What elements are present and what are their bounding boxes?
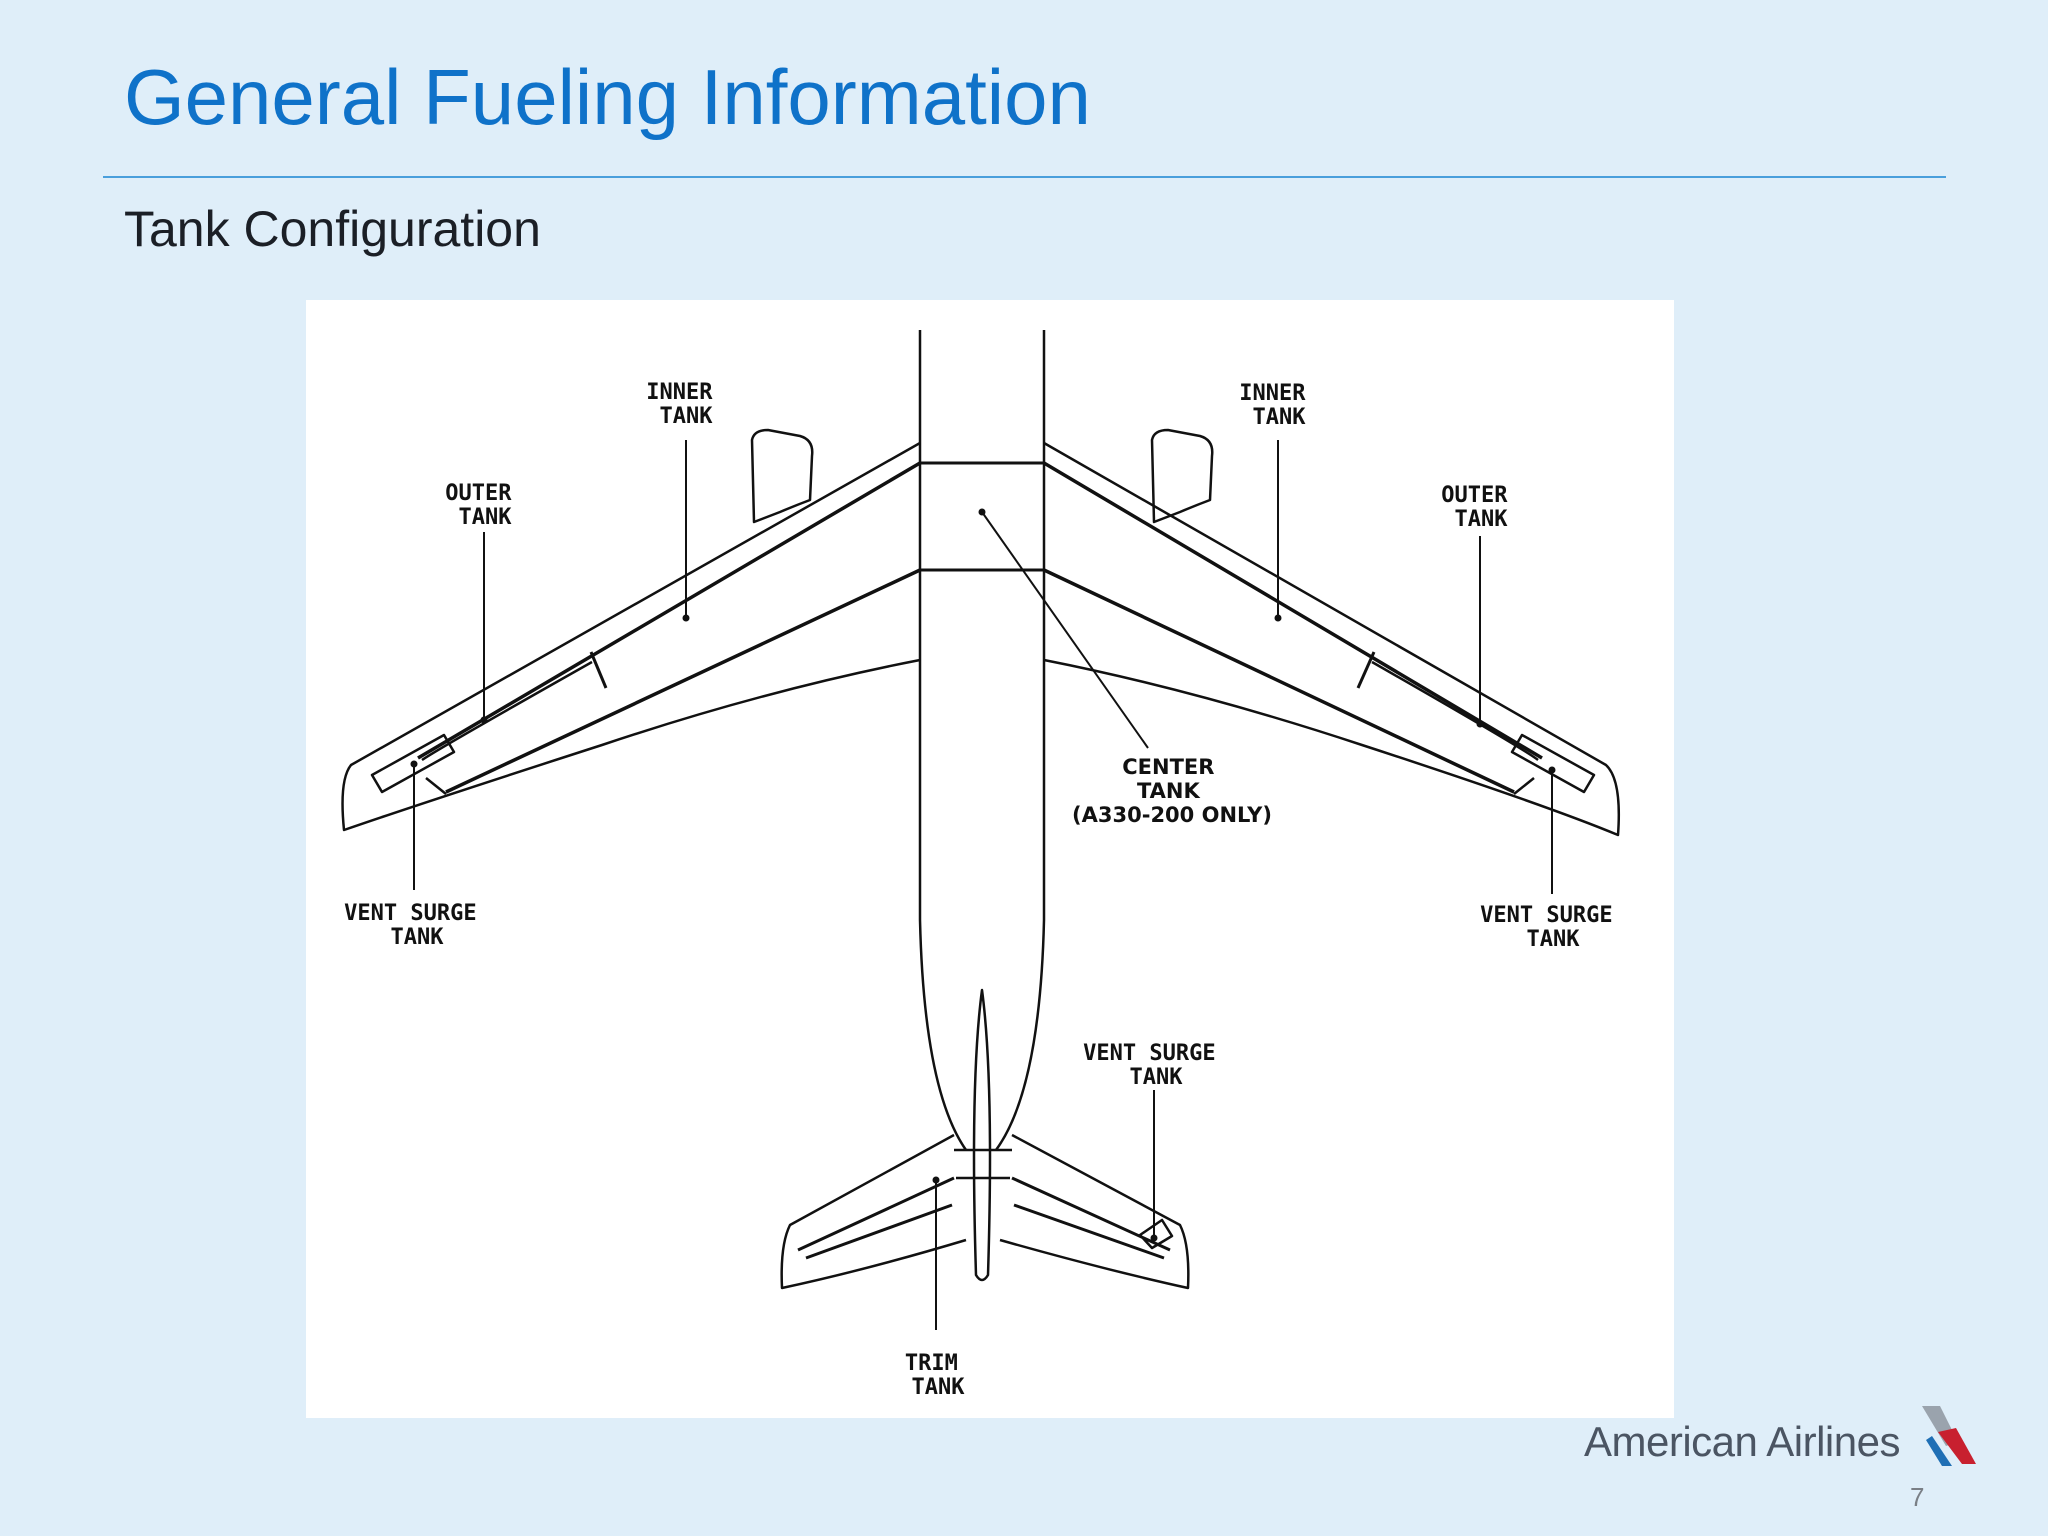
logo-wordmark: American Airlines — [1584, 1418, 1900, 1465]
label-trim-tank: TRIM TANK — [905, 1351, 971, 1400]
section-subtitle: Tank Configuration — [124, 201, 541, 257]
label-vent-surge-tail: VENT SURGE TANK — [1083, 1041, 1229, 1090]
pointer-dot — [1150, 1234, 1158, 1242]
page-title: General Fueling Information — [124, 53, 1091, 141]
american-airlines-logo: American Airlines — [1584, 1402, 1984, 1472]
title-divider — [103, 176, 1946, 178]
vertical-stabilizer — [972, 988, 992, 1282]
label-outer-tank-right: OUTER TANK — [1441, 483, 1520, 532]
right-engine — [1150, 428, 1214, 524]
left-flap-line — [425, 777, 447, 795]
right-inner-tank — [1043, 461, 1543, 794]
pointer-dot — [1476, 720, 1484, 728]
center-tank-outline — [920, 461, 1044, 572]
page-number: 7 — [1910, 1482, 1925, 1512]
right-vent-surge-tank — [1510, 733, 1596, 794]
right-trim-tank — [1011, 1176, 1171, 1260]
aircraft-top-view: INNER TANK OUTER TANK VENT SURGE TANK IN… — [341, 330, 1626, 1400]
leader-center — [981, 511, 1149, 749]
tail-center-lines — [954, 1148, 1012, 1180]
left-vent-surge-tank — [370, 733, 456, 794]
right-outer-tank — [1371, 660, 1539, 761]
pointer-dot — [682, 614, 690, 622]
right-wing-outline — [1043, 441, 1621, 837]
pointer-dot — [1274, 614, 1282, 622]
label-inner-tank-right: INNER TANK — [1239, 381, 1318, 430]
label-center-tank: CENTER TANK (A330-200 ONLY) — [1072, 755, 1272, 827]
label-vent-surge-left: VENT SURGE TANK — [344, 901, 490, 950]
flight-symbol-icon — [1922, 1406, 1976, 1466]
right-flap-line — [1513, 777, 1535, 795]
left-engine — [750, 428, 814, 524]
left-wing-outline — [341, 441, 921, 832]
label-inner-tank-left: INNER TANK — [646, 380, 725, 429]
left-tank-rib — [589, 651, 608, 689]
pointer-dot — [410, 760, 418, 768]
pointer-dot — [1548, 766, 1556, 774]
left-inner-tank — [417, 461, 921, 794]
right-tank-rib — [1356, 651, 1376, 689]
fuselage-outline-right — [994, 330, 1046, 1151]
fuselage-outline — [918, 330, 968, 1151]
left-outer-tank — [421, 660, 593, 762]
pointer-dot — [932, 1176, 940, 1184]
tank-configuration-diagram: INNER TANK OUTER TANK VENT SURGE TANK IN… — [306, 300, 1674, 1418]
left-trim-tank — [797, 1176, 955, 1260]
label-vent-surge-right: VENT SURGE TANK — [1480, 903, 1626, 952]
left-horizontal-stabilizer — [780, 1133, 967, 1290]
label-outer-tank-left: OUTER TANK — [445, 481, 524, 530]
pointer-dot — [480, 716, 488, 724]
right-horizontal-stabilizer — [999, 1133, 1190, 1290]
pointer-dot — [978, 508, 986, 516]
